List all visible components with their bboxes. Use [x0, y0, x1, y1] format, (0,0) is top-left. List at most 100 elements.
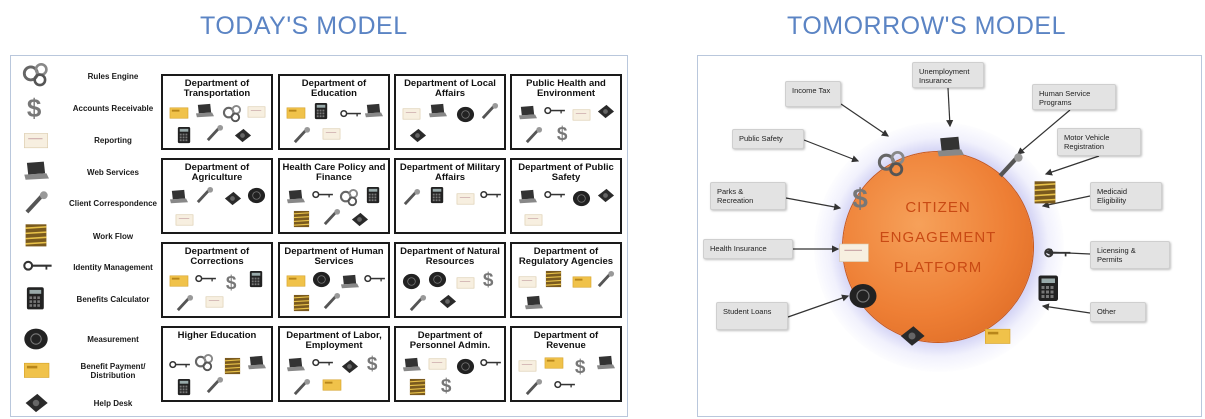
department-name: Public Health and Environment [526, 78, 606, 99]
card-icon [169, 275, 189, 287]
key-icon [169, 360, 190, 369]
department-name: Department of Military Affairs [399, 162, 501, 183]
legend-label: Benefits Calculator [76, 294, 150, 304]
service-box: Other [1090, 302, 1146, 322]
department-box: Department of Corrections $ [161, 242, 273, 318]
department-box: Department of Education [278, 74, 390, 150]
platform-label-line3: PLATFORM [893, 259, 983, 276]
legend-item: Client Correspondence [13, 188, 161, 218]
report-icon [524, 214, 543, 226]
workflow-icon [1034, 181, 1056, 204]
gears-icon [339, 189, 359, 207]
calculator-icon [249, 270, 263, 288]
connector-arrow [785, 197, 842, 211]
pen-icon [25, 191, 48, 214]
pen-icon [597, 270, 615, 288]
dollar-icon: $ [367, 354, 378, 375]
card-icon [984, 328, 1011, 344]
platform-icons: $ [839, 136, 1071, 346]
service-box: Licensing & Permits [1090, 241, 1170, 269]
service-box: Student Loans [716, 302, 788, 330]
key-icon [544, 190, 565, 199]
pen-icon [409, 294, 427, 312]
report-icon [456, 193, 475, 205]
service-box: Income Tax [785, 81, 841, 107]
calculator-icon [177, 126, 191, 144]
gears-icon [222, 105, 242, 123]
citizen-engagement-platform [843, 152, 1033, 342]
pen-icon [998, 153, 1023, 178]
clock-icon [456, 106, 475, 123]
department-box: Health Care Policy and Finance [278, 158, 390, 234]
connector-arrows [785, 87, 1100, 318]
key-icon [364, 274, 385, 283]
dollar-icon: $ [226, 273, 237, 294]
department-name: Department of Corrections [184, 246, 250, 267]
dollar-icon: $ [575, 357, 586, 378]
gears-icon [877, 151, 905, 177]
connector-arrow [1041, 195, 1091, 209]
card-icon [169, 107, 189, 119]
department-icons [286, 271, 385, 312]
report-icon [518, 276, 537, 288]
gears-icon [194, 354, 214, 372]
pen-icon [323, 292, 341, 310]
calculator-icon [314, 102, 328, 120]
dollar-icon: $ [483, 270, 494, 291]
legend-item: Measurement [13, 324, 161, 354]
department-box: Department of Agriculture [161, 158, 273, 234]
key-icon [340, 109, 361, 118]
clock-icon [428, 271, 447, 288]
card-icon [572, 276, 592, 288]
department-icons [518, 188, 615, 226]
gears-icon [22, 63, 48, 87]
department-box: Department of Local Affairs [394, 74, 506, 150]
report-icon [428, 358, 447, 370]
workflow-icon [409, 378, 426, 396]
department-icons [169, 103, 266, 144]
phone-icon [439, 294, 457, 309]
key-icon [480, 190, 501, 199]
phone-icon [224, 191, 242, 206]
clock-icon [456, 358, 475, 375]
department-box: Department of Personnel Admin.$ [394, 326, 506, 402]
department-box: Department of Regulatory Agencies [510, 242, 622, 318]
workflow-icon [25, 224, 47, 247]
department-icons: $ [286, 354, 378, 396]
department-box: Department of Natural Resources$ [394, 242, 506, 318]
department-icons: $ [518, 104, 615, 145]
tomorrows-model-title: TOMORROW'S MODEL [787, 12, 1066, 40]
legend-item: Help Desk [13, 388, 161, 418]
phone-icon [25, 393, 48, 413]
workflow-icon [293, 294, 310, 312]
calculator-icon [1038, 275, 1058, 301]
connector-arrow [803, 139, 860, 163]
legend-item: Web Services [13, 157, 161, 187]
department-box: Department of Labor, Employment$ [278, 326, 390, 402]
department-box: Department of Military Affairs [394, 158, 506, 234]
pen-icon [525, 126, 543, 144]
report-icon [322, 128, 341, 140]
legend-item: Benefit Payment/ Distribution [13, 356, 161, 386]
legend-label: Accounts Receivable [72, 103, 154, 113]
legend-label: Identity Management [73, 262, 153, 272]
dollar-icon: $ [852, 183, 868, 214]
connector-arrow [840, 103, 889, 137]
laptop-icon [286, 189, 305, 204]
legend-label: Reporting [94, 135, 132, 145]
connector-arrow [946, 87, 954, 128]
department-icons [169, 186, 266, 226]
legend-item: $Accounts Receivable [13, 93, 161, 123]
svg-text:$: $ [441, 376, 452, 397]
legend-item: Work Flow [13, 221, 161, 251]
report-icon [175, 214, 194, 226]
key-icon [312, 190, 333, 199]
connector-arrow [1017, 109, 1071, 155]
connector-arrow [1041, 303, 1091, 314]
department-name: Department of Local Affairs [404, 78, 496, 99]
service-box: Medicaid Eligibility [1090, 182, 1162, 210]
department-name: Health Care Policy and Finance [282, 162, 386, 183]
department-icons: $ [518, 355, 615, 396]
service-box: Human Service Programs [1032, 84, 1116, 110]
